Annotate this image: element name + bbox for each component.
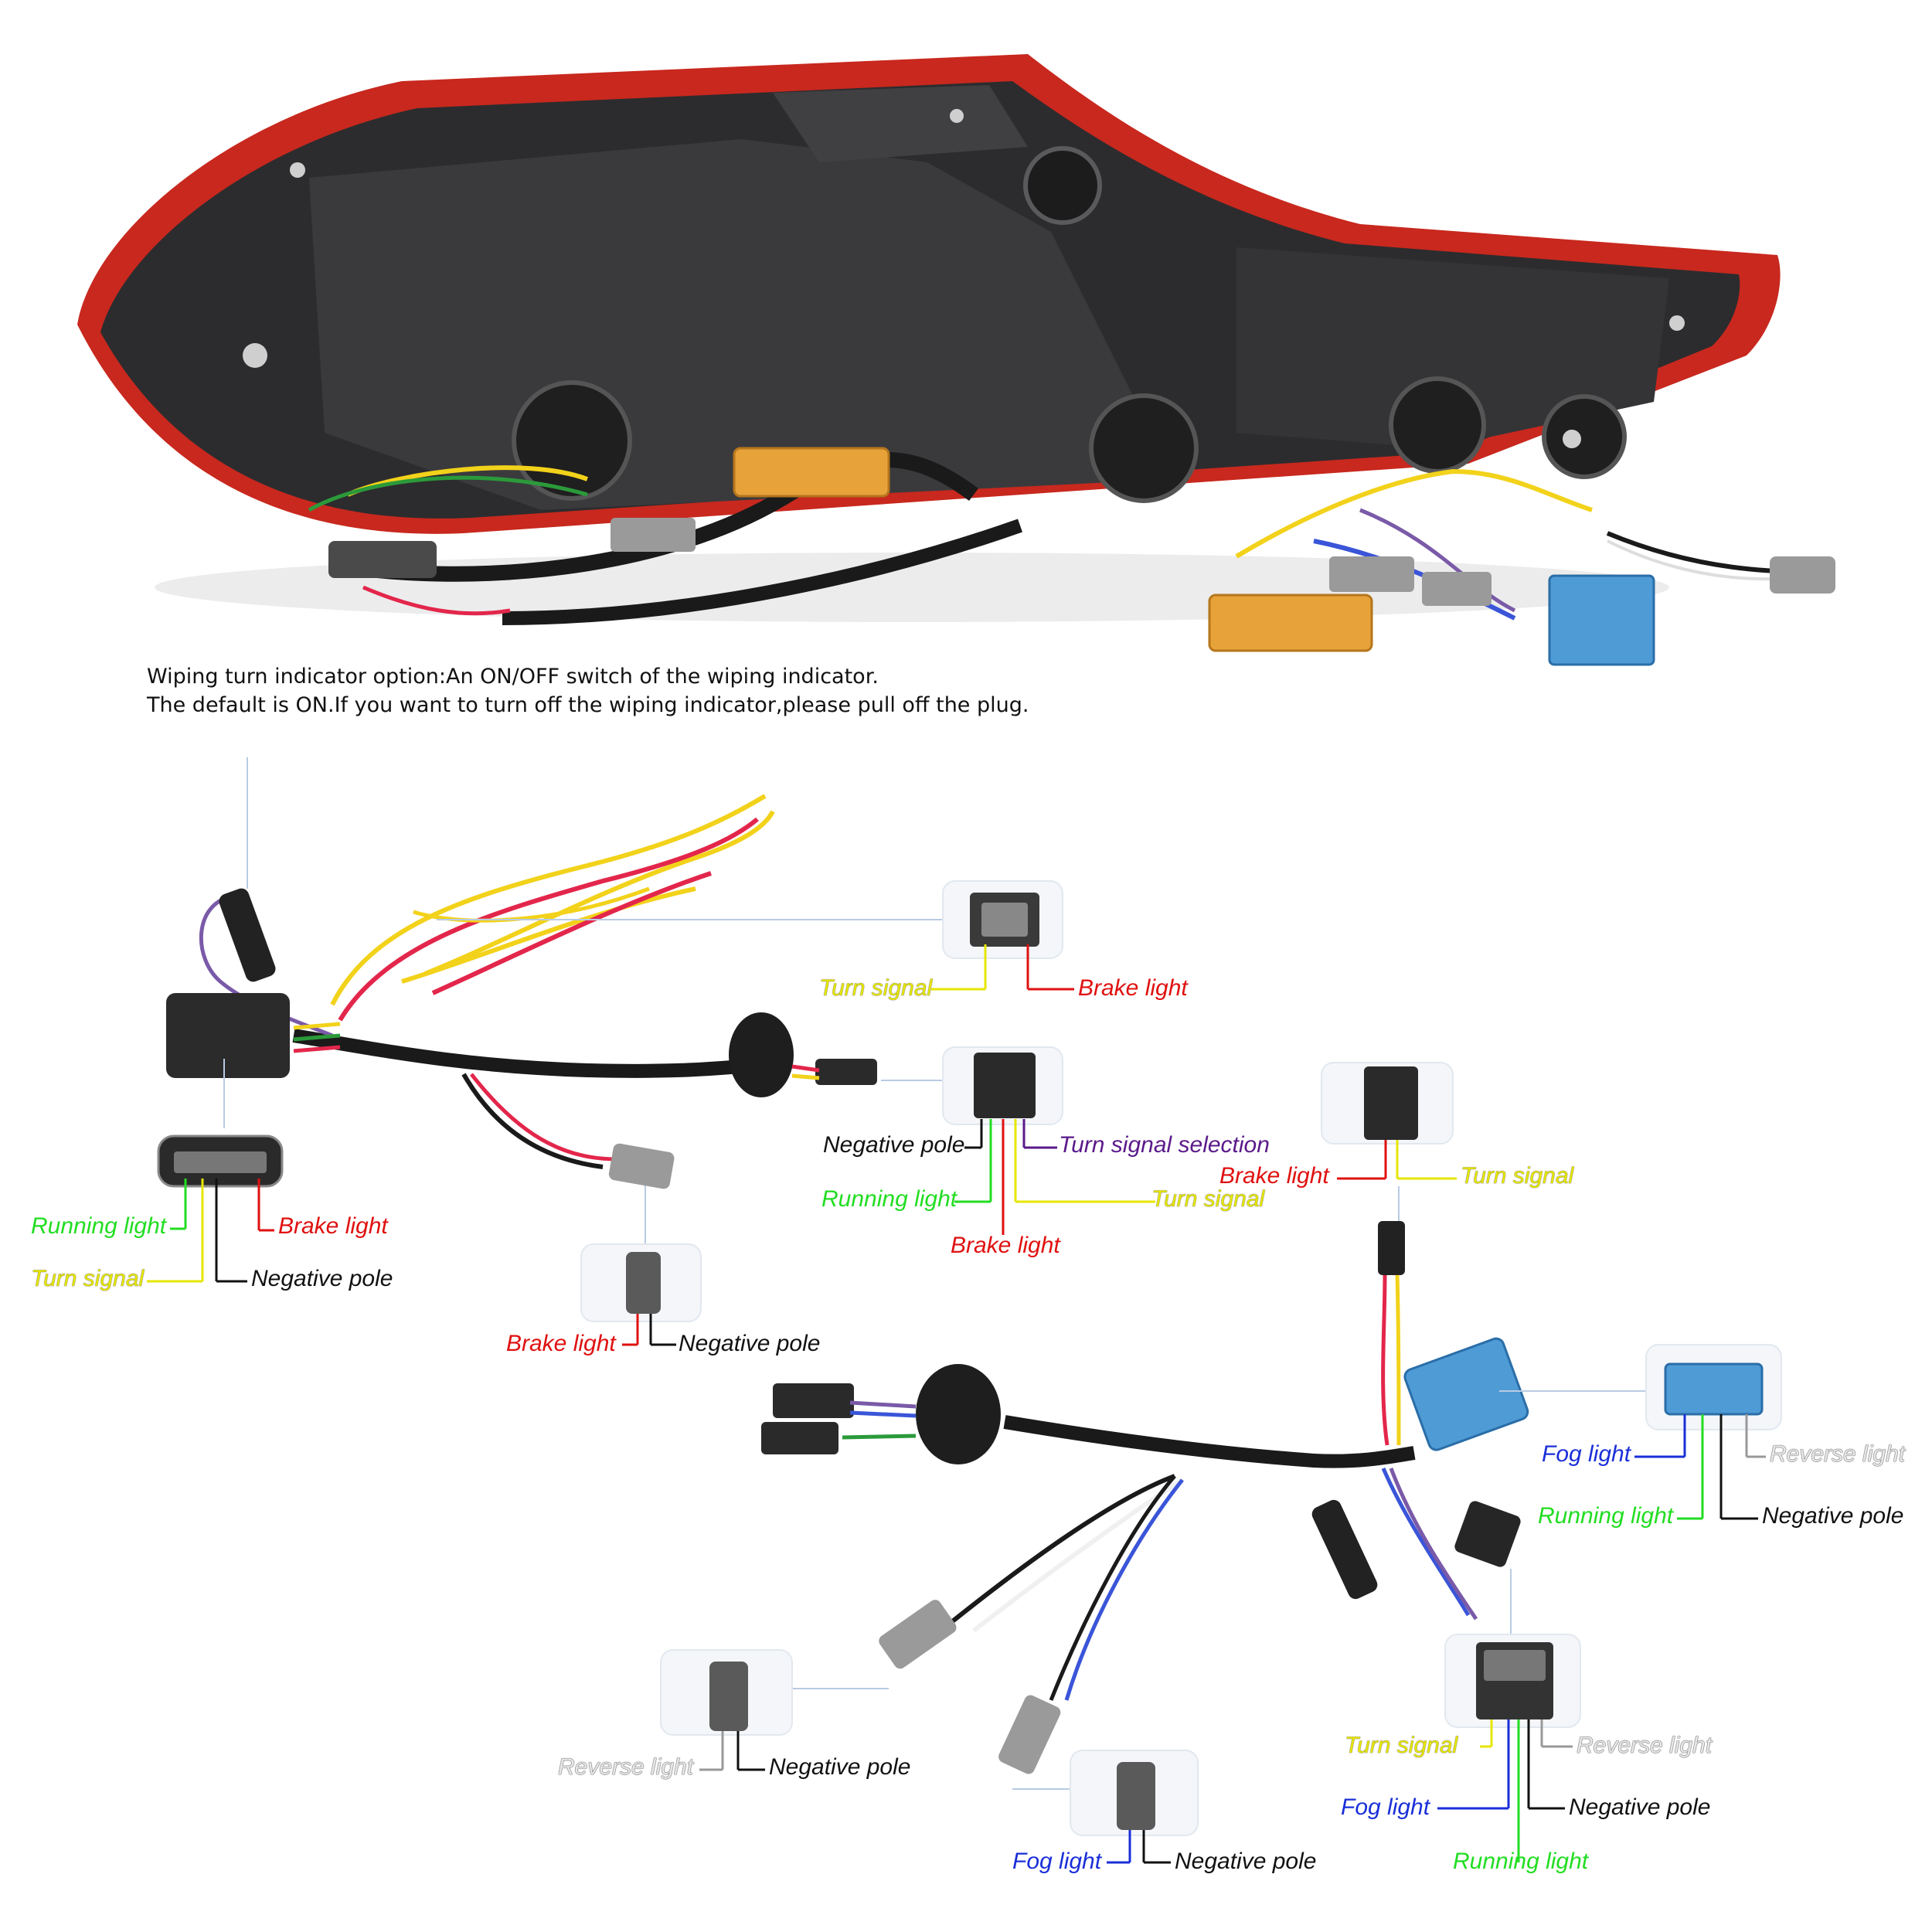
- label-blue-running-light: Running light: [1538, 1503, 1674, 1529]
- label-left-negative-pole: Negative pole: [251, 1266, 393, 1291]
- label-small-negative-pole: Negative pole: [679, 1331, 821, 1356]
- note-line-2: The default is ON.If you want to turn of…: [147, 693, 1029, 717]
- label-br-turn-signal: Turn signal: [1345, 1733, 1458, 1758]
- blue-connector-callout: [1634, 1344, 1782, 1520]
- left-harness: [166, 757, 947, 1252]
- fog-plug-callout: [1070, 1750, 1199, 1864]
- label-fog-plug-negative-pole: Negative pole: [1175, 1849, 1317, 1874]
- small-plug-callout: [580, 1243, 702, 1346]
- label-mid-running-light: Running light: [821, 1186, 957, 1212]
- bottom-right-connector-callout: [1437, 1634, 1581, 1862]
- label-blue-reverse-light: Reverse light: [1770, 1441, 1906, 1467]
- label-mid-negative-pole: Negative pole: [823, 1132, 965, 1158]
- label-right-brake-light: Brake light: [1219, 1163, 1329, 1189]
- label-blue-fog-light: Fog light: [1542, 1441, 1631, 1467]
- label-rev-plug-reverse-light: Reverse light: [558, 1754, 694, 1780]
- label-mid-brake-light: Brake light: [951, 1233, 1060, 1258]
- label-blue-negative-pole: Negative pole: [1762, 1503, 1904, 1529]
- label-right-turn-signal: Turn signal: [1461, 1163, 1574, 1189]
- note-line-1: Wiping turn indicator option:An ON/OFF s…: [147, 665, 879, 689]
- reverse-plug-callout: [660, 1649, 793, 1771]
- label-br-fog-light: Fog light: [1341, 1794, 1430, 1820]
- label-mid-turn-signal: Turn signal: [1151, 1186, 1265, 1212]
- left-connector-callout: [147, 1134, 284, 1283]
- label-rev-plug-negative-pole: Negative pole: [769, 1754, 911, 1780]
- label-br-running-light: Running light: [1453, 1849, 1589, 1874]
- label-br-negative-pole: Negative pole: [1569, 1794, 1711, 1820]
- label-br-reverse-light: Reverse light: [1577, 1733, 1713, 1758]
- right-harness: [761, 1062, 1646, 1790]
- label-left-running-light: Running light: [31, 1213, 167, 1239]
- label-fog-plug-fog-light: Fog light: [1012, 1849, 1102, 1874]
- label-left-turn-signal: Turn signal: [31, 1266, 145, 1291]
- tail-lamp-rear-view: [77, 54, 1835, 666]
- label-top-plug-turn-signal: Turn signal: [819, 975, 933, 1001]
- top-plug-callout: [931, 880, 1074, 991]
- mid-plug-callout: [942, 1046, 1155, 1235]
- label-top-plug-brake-light: Brake light: [1078, 975, 1188, 1001]
- label-small-brake-light: Brake light: [506, 1331, 616, 1356]
- label-left-brake-light: Brake light: [278, 1213, 388, 1239]
- label-mid-turn-signal-selection: Turn signal selection: [1059, 1132, 1270, 1158]
